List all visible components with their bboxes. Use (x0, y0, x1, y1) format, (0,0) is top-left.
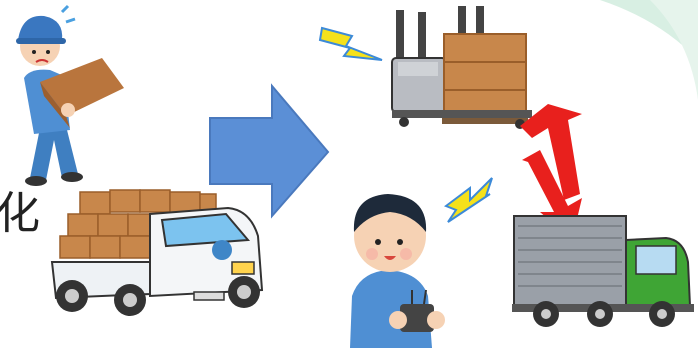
truck-icon (52, 190, 262, 316)
partial-char: 化 (0, 188, 40, 239)
forklift-icon (392, 6, 532, 129)
lightning-icon (320, 28, 382, 60)
worker-icon (16, 6, 124, 186)
operator-icon (350, 194, 445, 348)
delivery-truck-icon (512, 216, 694, 327)
lightning-icon-2 (446, 178, 492, 222)
arrow-right-icon (210, 86, 328, 216)
